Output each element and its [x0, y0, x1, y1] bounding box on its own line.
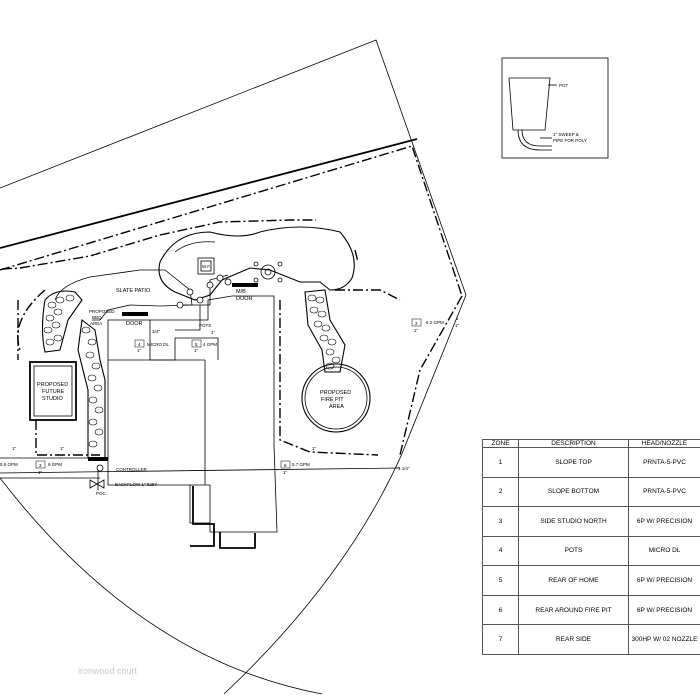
legend-head: PRNTA-5-PVC	[628, 447, 700, 478]
legend-header-zone: ZONE	[482, 439, 519, 448]
valve-1-size: 1"	[455, 323, 460, 328]
mb-door-label-1: M/B	[236, 289, 246, 295]
proposed-studio	[29, 361, 77, 421]
legend-zone: 5	[482, 565, 519, 596]
sprinkler-heads	[176, 274, 232, 309]
bbq-label-3: AREA	[90, 321, 102, 326]
fire-pit-label-1: PROPOSED	[320, 390, 351, 396]
pipe-1-label-a: 1"	[211, 330, 216, 335]
inset-pot-label: POT	[559, 83, 569, 88]
legend-zone: 7	[482, 624, 519, 655]
gpm-52-label: 5.2 GPM	[426, 320, 444, 325]
gpm-57-label: 5.7 GPM	[292, 462, 310, 467]
table-row: 7 REAR SIDE 300HP W/ 02 NOZZLE	[482, 624, 700, 655]
valve-5-label: 5	[195, 342, 198, 347]
legend-head: MICRO DL	[628, 535, 700, 567]
studio-label-2: FUTURE	[42, 389, 65, 395]
legend-header-row: ZONE DESCRIPTION HEAD/NOZZLE	[482, 439, 700, 448]
bbq-label-1: PROPOSED	[89, 309, 115, 314]
legend-description: REAR AROUND FIRE PIT	[518, 594, 629, 626]
controller-symbol	[96, 464, 104, 472]
street-name: ironwood court	[78, 666, 138, 676]
valve-1-label: 1	[456, 316, 459, 321]
door-marker-west	[122, 312, 148, 316]
poc-label: POC	[96, 491, 107, 496]
legend-zone: 6	[482, 594, 519, 626]
pipe-1-label-d: 1"	[312, 446, 317, 451]
house-footprint	[0, 295, 278, 549]
gpm-56-label: 5.6 GPM	[0, 462, 18, 467]
pot-detail-inset	[501, 57, 609, 159]
legend-zone: 2	[482, 476, 519, 508]
valve-tags: 4 1" 5 1" 3 1" 6 1" 2 1" 1 1"	[35, 316, 460, 475]
legend-description: SLOPE BOTTOM	[518, 476, 629, 508]
legend-description: POTS	[518, 535, 629, 567]
fire-pit-label-3: AREA	[329, 404, 344, 410]
backflow-label: BACKFLOW 1" 825Y	[115, 482, 157, 487]
water-feature-box	[197, 257, 215, 275]
garden-bed-outline	[158, 226, 355, 301]
svg-text:W.F.: W.F.	[202, 264, 211, 269]
legend-description: REAR SIDE	[518, 624, 629, 655]
legend-head: 6P W/ PRECISION	[628, 565, 700, 596]
studio-label-3: STUDIO	[42, 396, 64, 402]
door-marker-mb	[232, 283, 258, 287]
bbq-label-2: BBQ	[92, 315, 102, 320]
table-row: 4 POTS MICRO DL	[482, 535, 700, 567]
valve-6-label: 6	[284, 463, 287, 468]
valve-3-size: 1"	[38, 470, 43, 475]
zone-legend-table: ZONE DESCRIPTION HEAD/NOZZLE 1 SLOPE TOP…	[482, 439, 700, 655]
irrigation-laterals	[0, 145, 463, 456]
gpm-6-label: 6 GPM	[48, 462, 62, 467]
table-row: 5 REAR OF HOME 6P W/ PRECISION	[482, 565, 700, 596]
gpm-4-label: 4 GPM	[203, 342, 217, 347]
pipe-1-label-c: 1"	[60, 446, 65, 451]
stone-path-west	[41, 290, 106, 459]
fire-pit-label-2: FIRE PIT	[321, 397, 344, 403]
property-boundary	[0, 39, 467, 695]
legend-header-head: HEAD/NOZZLE	[628, 439, 700, 448]
pipe-1-label-b: 1"	[12, 446, 17, 451]
controller-label: CONTROLLER	[116, 467, 148, 472]
studio-label-1: PROPOSED	[37, 382, 68, 388]
valve-5-size: 1"	[194, 348, 199, 353]
legend-header-description: DESCRIPTION	[518, 439, 629, 448]
backflow-symbol	[89, 479, 105, 489]
table-row: 1 SLOPE TOP PRNTA-5-PVC	[482, 447, 700, 478]
table-row: 6 REAR AROUND FIRE PIT 6P W/ PRECISION	[482, 594, 700, 626]
inset-sweep-label-2: PIPE FOR POLY	[553, 138, 587, 143]
pots-label: POTS	[199, 323, 211, 328]
door-label: DOOR	[126, 321, 143, 327]
legend-description: REAR OF HOME	[518, 565, 629, 596]
valve-3-label: 3	[39, 463, 42, 468]
stone-path-east	[304, 289, 346, 373]
table-row: 3 SIDE STUDIO NORTH 6P W/ PRECISION	[482, 506, 700, 537]
valve-6-size: 1"	[283, 470, 288, 475]
pipe-114-label: 1 1/4"	[398, 466, 410, 471]
legend-zone: 1	[482, 447, 519, 478]
pipe-34-label: 3/4"	[152, 329, 160, 334]
legend-description: SIDE STUDIO NORTH	[518, 506, 629, 537]
inset-sweep-label-1: 1" SWEEP &	[553, 132, 579, 137]
legend-zone: 4	[482, 535, 519, 567]
mb-door-label-2: DOOR	[236, 296, 253, 302]
legend-description: SLOPE TOP	[518, 447, 629, 478]
legend-zone: 3	[482, 506, 519, 537]
slate-patio-label: SLATE PATIO	[116, 288, 151, 294]
legend-head: 6P W/ PRECISION	[628, 594, 700, 626]
slate-patio-outline	[54, 269, 193, 321]
controller-marker	[88, 457, 108, 461]
valve-2-size: 1"	[414, 328, 419, 333]
valve-4-label: 4	[138, 342, 141, 347]
legend-head: 300HP W/ 02 NOZZLE	[628, 624, 700, 655]
patio-table	[253, 261, 283, 283]
micro-dl-label: MICRO DL	[147, 342, 169, 347]
valve-4-size: 1"	[137, 348, 142, 353]
fire-pit	[301, 363, 371, 433]
valve-2-label: 2	[415, 321, 418, 326]
table-row: 2 SLOPE BOTTOM PRNTA-5-PVC	[482, 476, 700, 508]
legend-head: PRNTA-5-PVC	[628, 476, 700, 508]
legend-head: 6P W/ PRECISION	[628, 506, 700, 537]
